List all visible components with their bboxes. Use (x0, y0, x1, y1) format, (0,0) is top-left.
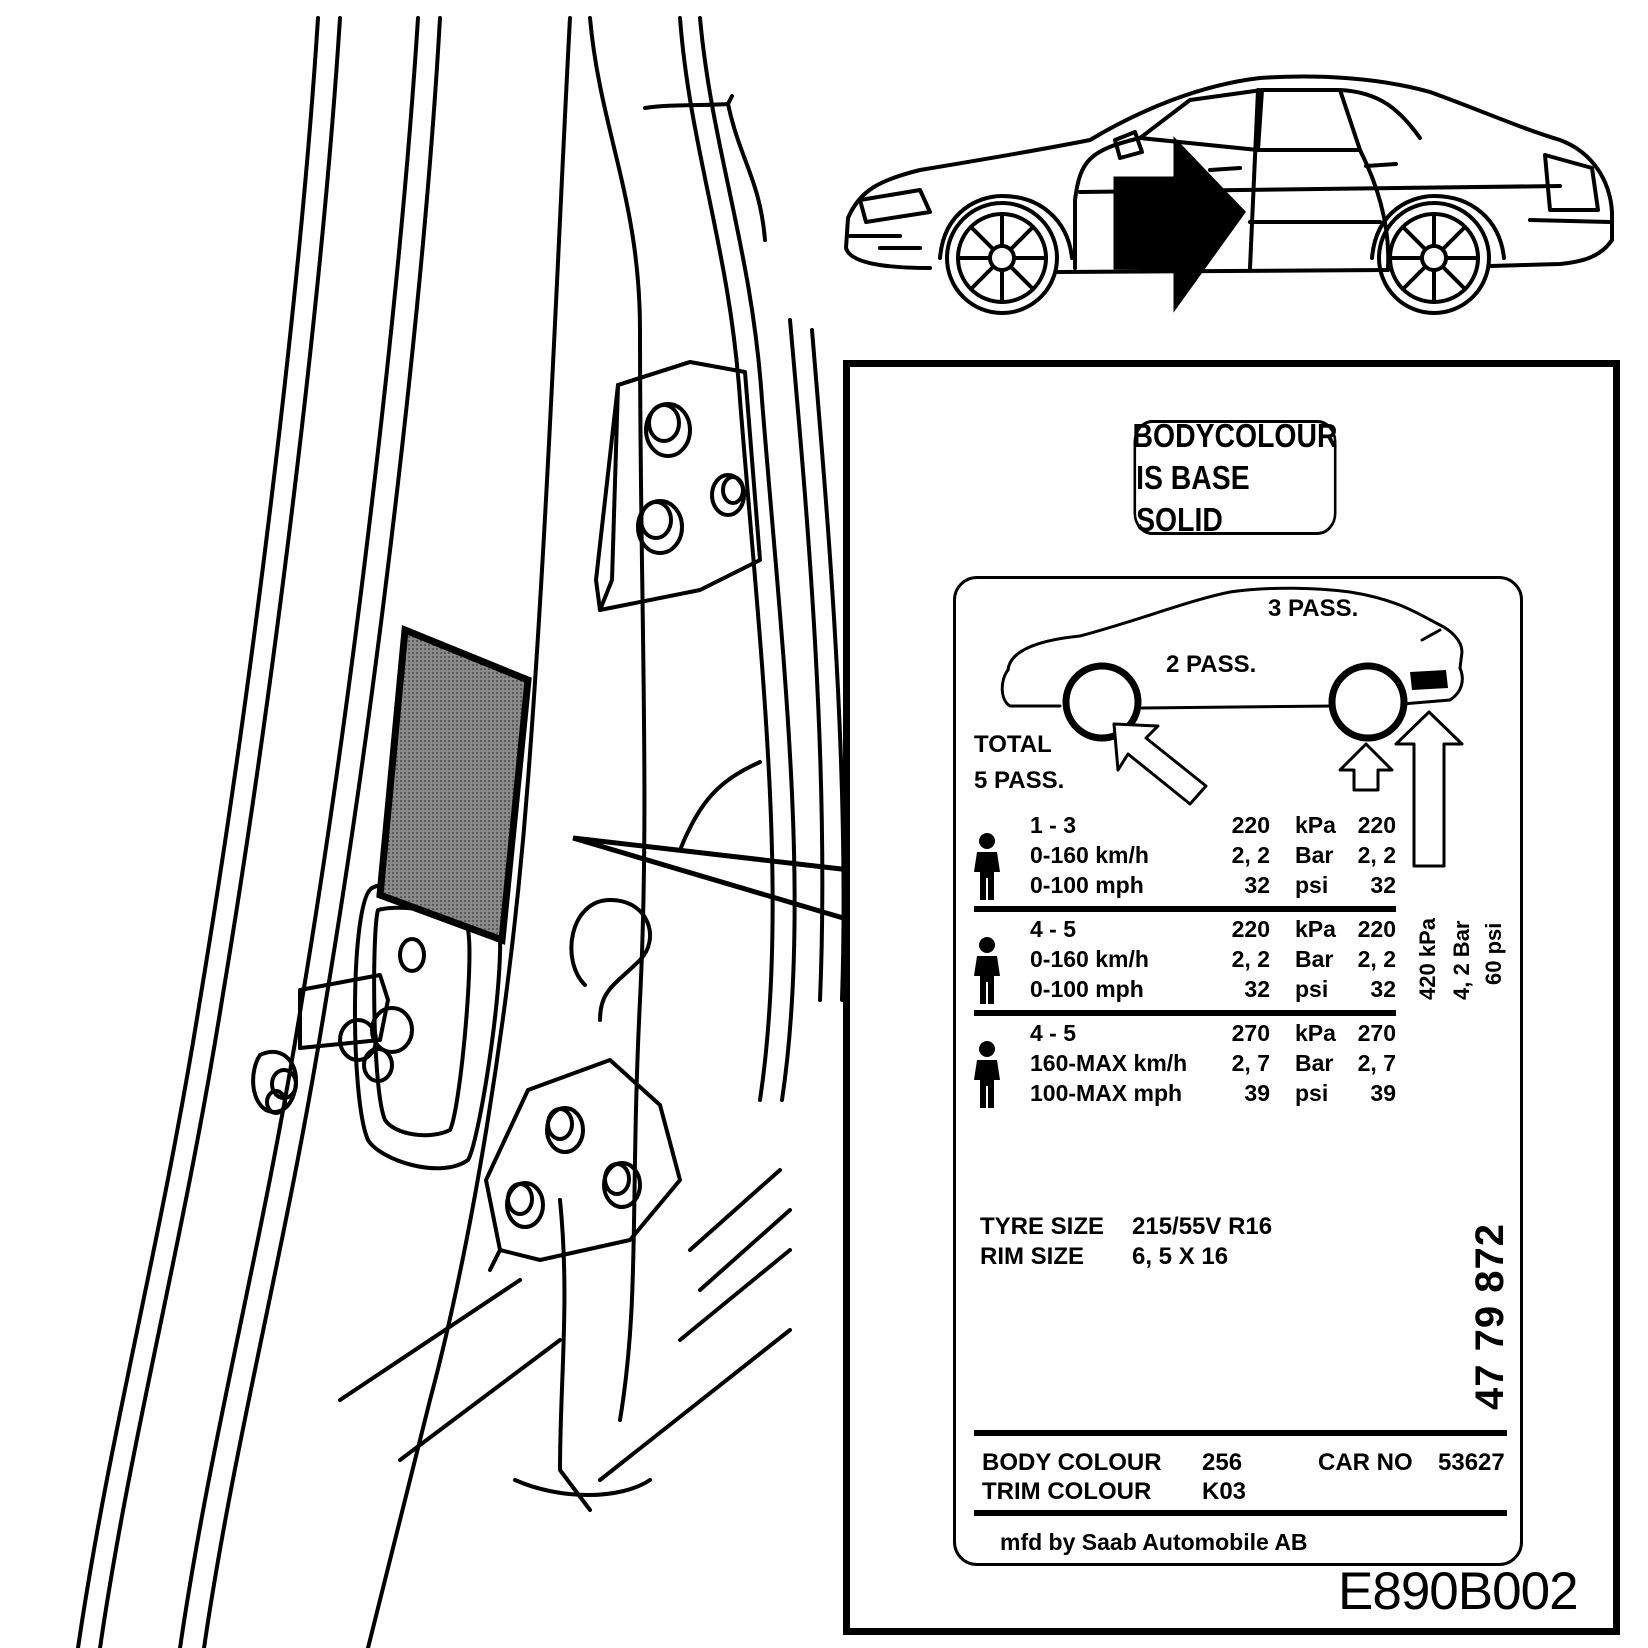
row3-unit-psi: psi (1295, 1080, 1329, 1106)
detail-frame (843, 360, 1620, 1635)
tyre-size-value: 215/55V R16 (1132, 1213, 1273, 1240)
spare-wheel-arrow (1394, 710, 1464, 868)
row3-speed-mph: 100-MAX mph (1030, 1080, 1183, 1106)
tyre-size-label: TYRE SIZE (980, 1213, 1105, 1240)
bodycolour-badge: BODYCOLOUR IS BASE SOLID (1133, 417, 1338, 538)
row1-unit-psi: psi (1295, 872, 1329, 898)
row2-unit-kpa: kPa (1295, 916, 1336, 942)
row3-front-kpa: 270 (1231, 1020, 1270, 1046)
row2-rear-psi: 32 (1370, 976, 1396, 1002)
rim-size-label: RIM SIZE (980, 1243, 1085, 1270)
badge-line1: BODYCOLOUR (1132, 416, 1338, 454)
tyre-pressure-sticker (953, 576, 1523, 1566)
row2-front-psi: 32 (1244, 976, 1270, 1002)
row1-rear-psi: 32 (1370, 872, 1396, 898)
row2-speed-mph: 0-100 mph (1030, 976, 1144, 1002)
total-label: TOTAL (974, 731, 1052, 758)
row3-front-bar: 2, 7 (1231, 1050, 1270, 1076)
trunk-marker (1410, 670, 1448, 690)
row1-front-bar: 2, 2 (1231, 842, 1270, 868)
row1-rear-bar: 2, 2 (1357, 842, 1396, 868)
rear-pass-label: 3 PASS. (1268, 595, 1359, 622)
trim-colour-value: K03 (1202, 1478, 1247, 1505)
person-icon (974, 937, 1000, 1004)
rear-wheel-outline (1328, 662, 1408, 742)
callout-wedge (572, 835, 851, 923)
row2-rear-bar: 2, 2 (1357, 946, 1396, 972)
front-pass-label: 2 PASS. (1166, 651, 1257, 678)
row1-front-kpa: 220 (1231, 812, 1270, 838)
row2-front-bar: 2, 2 (1231, 946, 1270, 972)
body-colour-label: BODY COLOUR (982, 1449, 1162, 1476)
row3-rear-kpa: 270 (1357, 1020, 1396, 1046)
badge-line2: IS BASE SOLID (1136, 458, 1250, 538)
rim-size-value: 6, 5 X 16 (1132, 1243, 1229, 1270)
row2-unit-bar: Bar (1295, 946, 1334, 972)
row3-speed-kmh: 160-MAX km/h (1030, 1050, 1188, 1076)
row-divider (974, 1010, 1396, 1016)
row2-rear-kpa: 220 (1357, 916, 1396, 942)
car-no-label: CAR NO (1318, 1449, 1413, 1476)
front-wheel-outline (1062, 662, 1142, 742)
row2-unit-psi: psi (1295, 976, 1329, 1002)
front-axle-arrow (1112, 722, 1208, 806)
row1-unit-kpa: kPa (1295, 812, 1336, 838)
spare-psi: 60 psi (1481, 922, 1506, 985)
location-arrow (1113, 136, 1246, 313)
bottom-divider (974, 1430, 1507, 1436)
figure-code: E890B002 (1338, 1562, 1579, 1621)
row3-rear-psi: 39 (1370, 1080, 1396, 1106)
row3-rear-bar: 2, 7 (1357, 1050, 1396, 1076)
part-number: 47 79 872 (1468, 1223, 1512, 1410)
row2-load: 4 - 5 (1030, 916, 1077, 942)
spare-bar: 4, 2 Bar (1449, 920, 1474, 1001)
rear-axle-arrow (1338, 742, 1394, 792)
row1-speed-kmh: 0-160 km/h (1030, 842, 1149, 868)
row1-unit-bar: Bar (1295, 842, 1334, 868)
row2-front-kpa: 220 (1231, 916, 1270, 942)
footer-divider (974, 1510, 1507, 1516)
total-pass-label: 5 PASS. (974, 767, 1065, 794)
row3-front-psi: 39 (1244, 1080, 1270, 1106)
body-colour-value: 256 (1202, 1449, 1243, 1476)
row1-front-psi: 32 (1244, 872, 1270, 898)
person-icon (974, 1041, 1000, 1108)
row1-load: 1 - 3 (1030, 812, 1077, 838)
trim-colour-label: TRIM COLOUR (982, 1478, 1152, 1505)
spare-kpa: 420 kPa (1415, 918, 1440, 1000)
label-location-patch (376, 624, 532, 945)
person-icon (974, 833, 1000, 900)
row1-speed-mph: 0-100 mph (1030, 872, 1144, 898)
row1-rear-kpa: 220 (1357, 812, 1396, 838)
row2-speed-kmh: 0-160 km/h (1030, 946, 1149, 972)
row3-unit-kpa: kPa (1295, 1020, 1336, 1046)
manufacturer-text: mfd by Saab Automobile AB (1000, 1529, 1308, 1555)
row3-unit-bar: Bar (1295, 1050, 1334, 1076)
row-divider (974, 906, 1396, 912)
row3-load: 4 - 5 (1030, 1020, 1077, 1046)
car-no-value: 53627 (1438, 1449, 1505, 1476)
